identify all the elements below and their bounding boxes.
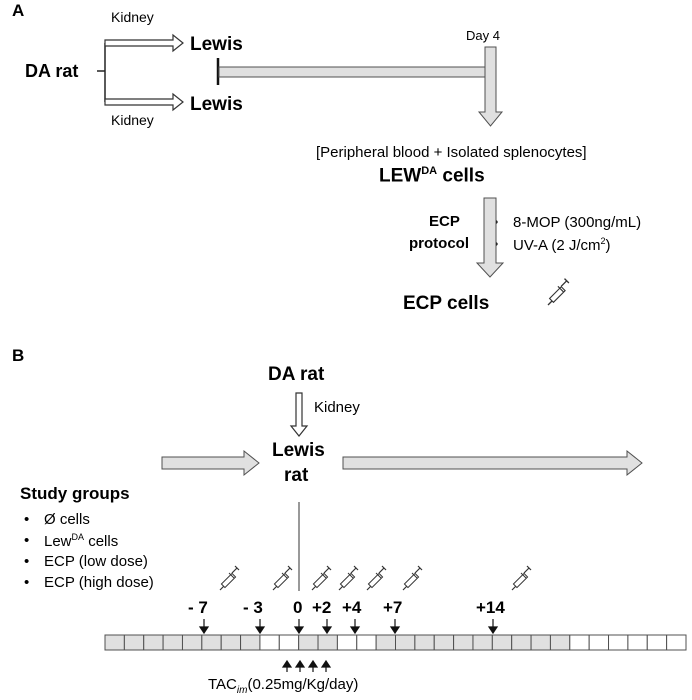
group-main: Lew: [44, 533, 72, 550]
timeline-cell: [549, 634, 571, 651]
day-label-b: +14: [476, 598, 505, 617]
timeline-cell: [472, 634, 493, 651]
timeline-cell: [414, 634, 435, 651]
panel-a-label: A: [12, 1, 25, 20]
timeline-arrow-right: [342, 449, 643, 477]
recipient-b-line2: rat: [284, 465, 309, 486]
uva-end: ): [605, 237, 611, 254]
lew-da-cells-label: LEWDA cells: [379, 165, 485, 187]
timeline-cell: [123, 634, 145, 651]
group-main: Ø cells: [44, 511, 90, 528]
kidney-arrow-top: [104, 33, 184, 53]
group-sup: DA: [71, 532, 85, 542]
protocol-line1: ECP: [429, 213, 460, 230]
timeline-cell: [298, 634, 319, 651]
timeline-cell: [240, 634, 261, 651]
timeline-cell: [453, 634, 474, 651]
ecp-cells-label: ECP cells: [403, 293, 490, 314]
day4-arrow: [477, 46, 504, 127]
timeline-cell: [336, 634, 358, 651]
timeline-cell: [104, 634, 125, 651]
syringe-icon: [366, 565, 387, 591]
timeline-cell: [181, 634, 203, 651]
lew-sup: DA: [421, 165, 438, 177]
uva-sup: 2: [600, 236, 606, 246]
timeline-cell: [162, 634, 183, 651]
uva-text: UV-A (2 J/cm: [513, 237, 601, 254]
tac-text: TAC: [208, 676, 237, 693]
syringe-icon: [272, 565, 293, 591]
harvest-label: [Peripheral blood + Isolated splenocytes…: [316, 144, 587, 161]
day-label-b: +2: [312, 598, 332, 617]
tac-dose: (0.25mg/Kg/day): [247, 676, 359, 693]
dose-arrows: [198, 619, 499, 635]
timeline-cell: [491, 634, 513, 651]
timeline-cell: [201, 634, 222, 651]
kidney-arrow-bottom: [104, 92, 184, 112]
timeline-cell: [530, 634, 551, 651]
organ-label-bottom: Kidney: [111, 112, 154, 128]
timeline-cell: [627, 634, 648, 651]
kidney-arrow-b: [289, 392, 309, 437]
timeline-cell: [569, 634, 590, 651]
recipient-top: Lewis: [190, 34, 243, 55]
syringe-icon: [338, 565, 359, 591]
timeline-arrow-left: [161, 449, 260, 477]
group-item: Ø cells: [24, 511, 90, 528]
recipient-bottom: Lewis: [190, 94, 243, 115]
timeline-cell: [356, 634, 377, 651]
syringe-icon: [511, 565, 532, 591]
timeline-cell: [278, 634, 300, 651]
group-item: ECP (high dose): [24, 574, 154, 591]
donor-bracket: [97, 43, 106, 102]
timeline-cell: [259, 634, 280, 651]
tac-label: TACim(0.25mg/Kg/day): [208, 677, 358, 696]
day-label-b: +4: [342, 598, 362, 617]
day-label: Day 4: [466, 28, 500, 43]
timeline-bar-a: [218, 66, 486, 78]
timeline-cell: [375, 634, 397, 651]
timeline-cell: [143, 634, 164, 651]
timeline-cell: [588, 634, 610, 651]
timeline-cell: [395, 634, 416, 651]
lew-text: LEW: [379, 165, 422, 187]
group-item: LewDA cells: [24, 532, 119, 550]
timeline-grid: [104, 634, 687, 651]
day-label-b: 0: [293, 598, 303, 617]
timeline-cell: [511, 634, 532, 651]
timeline-cell: [608, 634, 629, 651]
timeline-cell: [666, 634, 687, 651]
organ-label-top: Kidney: [111, 9, 154, 25]
timeline-cell: [433, 634, 455, 651]
recipient-b-line1: Lewis: [272, 440, 325, 461]
day-label-b: - 7: [188, 598, 208, 617]
organ-label-b: Kidney: [314, 399, 360, 416]
tac-sub: im: [236, 685, 248, 696]
study-groups-title: Study groups: [20, 484, 130, 503]
day-label-b: - 3: [243, 598, 263, 617]
day-label-b: +7: [383, 598, 403, 617]
group-main: ECP (high dose): [44, 574, 154, 591]
donor-label-b: DA rat: [268, 364, 325, 385]
donor-label-a: DA rat: [25, 61, 79, 81]
syringe-icon: [402, 565, 423, 591]
timeline-cell: [317, 634, 338, 651]
timeline-cell: [220, 634, 242, 651]
syringe-icon: [219, 565, 240, 591]
lew-cells-suffix: cells: [442, 165, 485, 187]
syringe-icon: [311, 565, 332, 591]
ecp-arrow: [475, 197, 505, 278]
protocol-line2: protocol: [409, 235, 469, 252]
group-main: ECP (low dose): [44, 553, 148, 570]
group-item: ECP (low dose): [24, 553, 148, 570]
group-end: cells: [84, 533, 119, 550]
panel-b-label: B: [12, 346, 25, 365]
tac-arrows: [281, 659, 332, 672]
timeline-cell: [646, 634, 668, 651]
syringe-icon: [547, 277, 570, 306]
